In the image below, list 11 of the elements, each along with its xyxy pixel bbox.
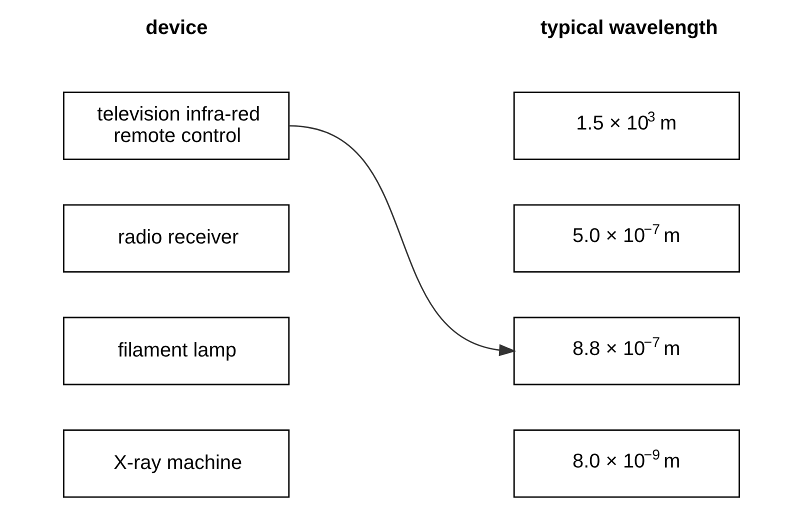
label: typical wavelength [540, 17, 718, 40]
node-box: 5.0 × 10$^{−7}$ m [512, 204, 740, 273]
node-box: radio receiver [62, 204, 290, 273]
arrow [288, 125, 516, 356]
node-box: X-ray machine [62, 429, 290, 498]
node-box: 1.5 × 10$^{3}$ m [512, 92, 740, 160]
node-box: television infra-red remote control [62, 92, 290, 160]
node-box: 8.0 × 10$^{−9}$ m [512, 429, 740, 498]
label: device [145, 17, 208, 40]
node-box: 8.8 × 10$^{−7}$ m [512, 316, 740, 386]
node-box: filament lamp [62, 316, 290, 386]
